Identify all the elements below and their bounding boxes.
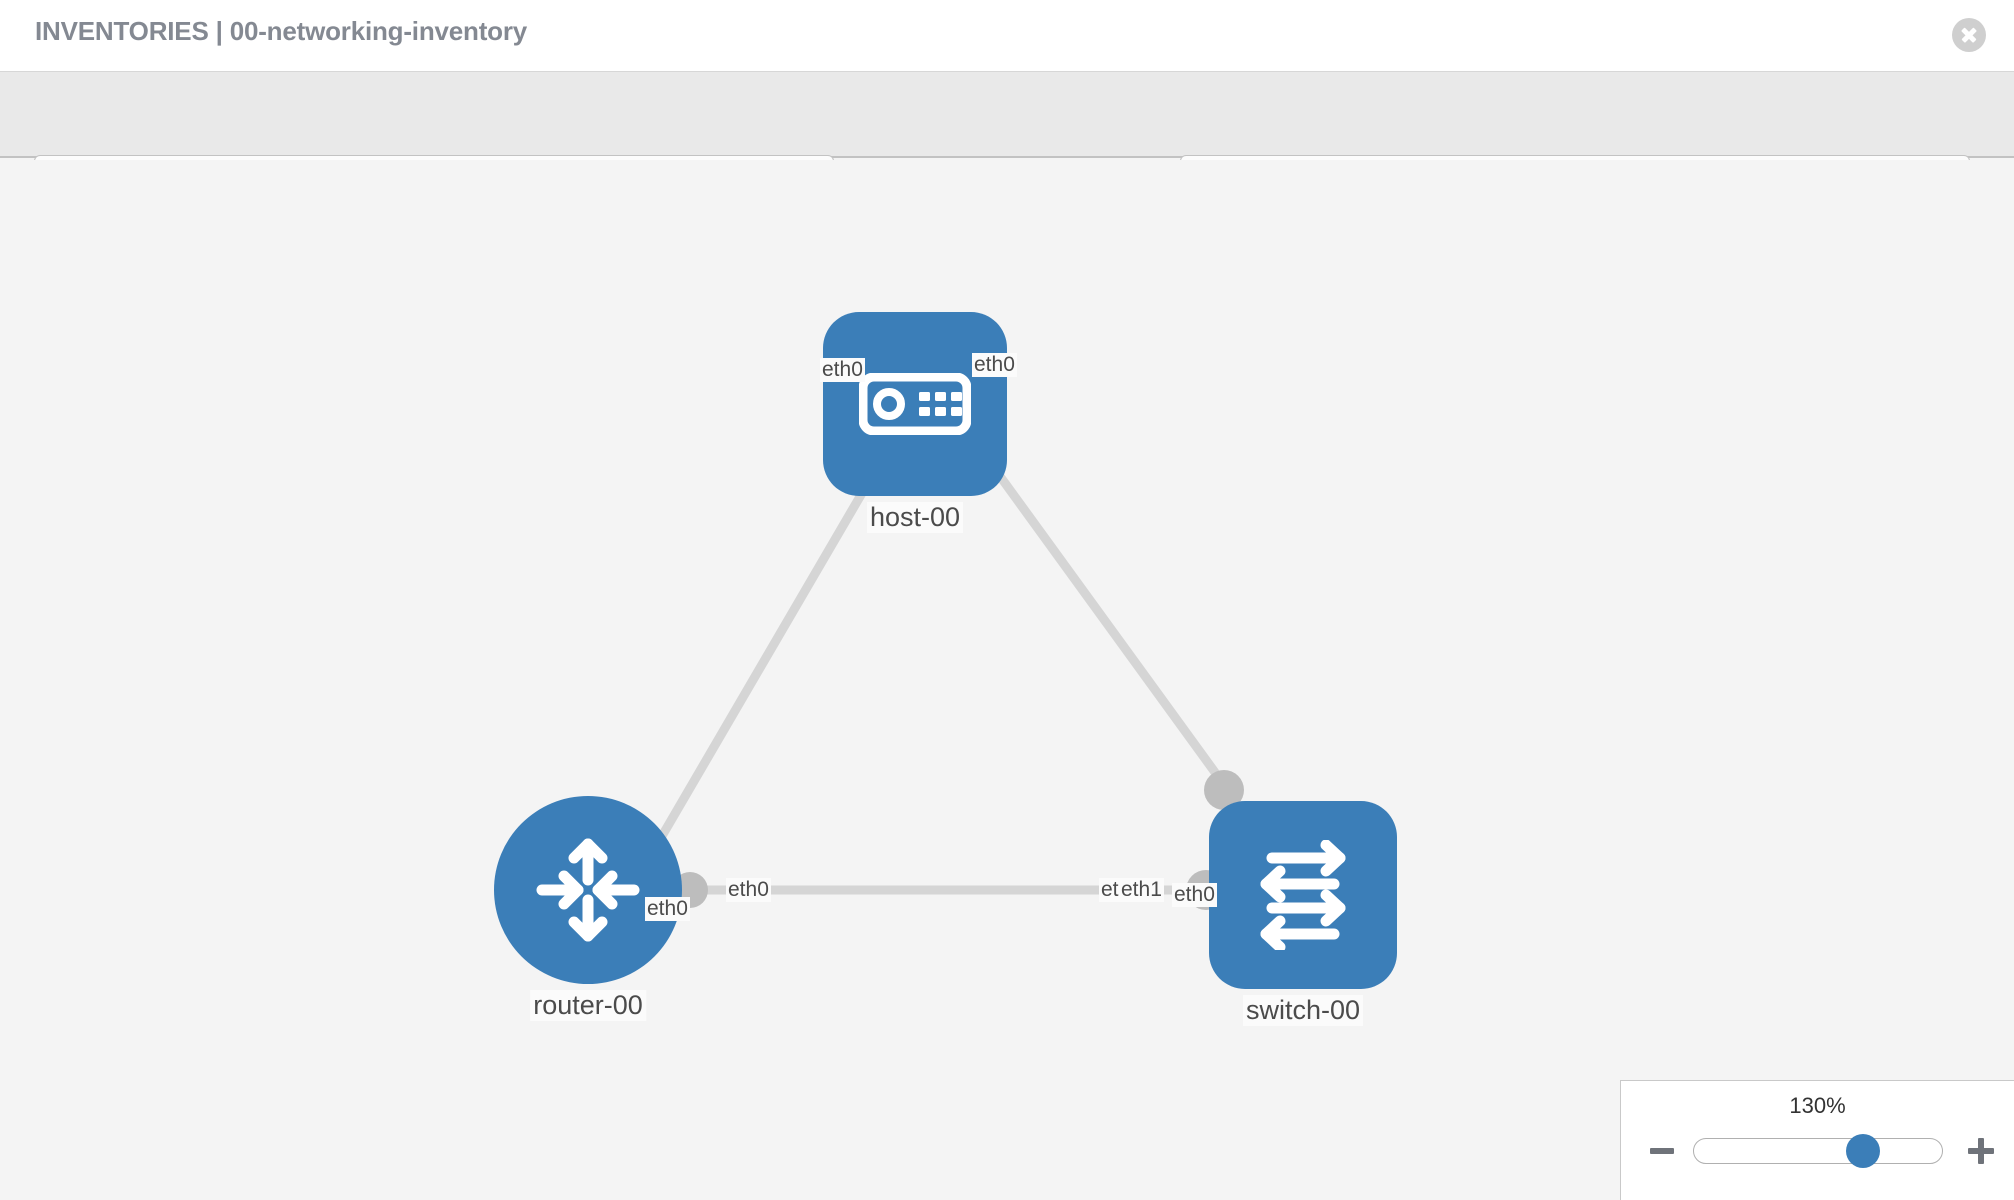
zoom-in-button[interactable] <box>1966 1136 1996 1166</box>
iface-label-host-right: eth0 <box>972 353 1017 377</box>
topology-edges <box>643 423 1227 895</box>
node-router-00-label: router-00 <box>530 990 646 1021</box>
node-host-00[interactable]: host-00 <box>823 312 1007 533</box>
node-host-00-shape[interactable] <box>823 312 1007 496</box>
page-title: INVENTORIES | 00-networking-inventory <box>35 16 528 46</box>
iface-label-router-up: eth0 <box>645 897 690 921</box>
node-switch-00-shape[interactable] <box>1209 801 1397 989</box>
topology-canvas[interactable]: host-00 eth0 eth0 <box>0 160 2014 1200</box>
iface-label-switch-left-front: eth1 <box>1119 878 1164 902</box>
iface-label-router-right: eth0 <box>726 878 771 902</box>
node-router-00-shape[interactable] <box>494 796 682 984</box>
close-icon[interactable] <box>1952 18 1986 52</box>
zoom-out-button[interactable] <box>1647 1136 1677 1166</box>
zoom-slider-thumb[interactable] <box>1845 1134 1880 1168</box>
switch-arrows-icon <box>1260 840 1346 950</box>
toolbar: ACTIONS SEARCH <box>0 71 2014 207</box>
zoom-slider-row <box>1621 1129 2014 1173</box>
node-router-00[interactable]: router-00 <box>494 796 682 1021</box>
zoom-level-value: 130% <box>1789 1093 1846 1118</box>
iface-label-switch-up: eth0 <box>1172 883 1217 907</box>
router-arrows-icon <box>536 838 640 942</box>
edge-host-switch <box>960 423 1227 787</box>
server-icon <box>859 373 971 435</box>
edge-host-router <box>643 423 905 865</box>
node-host-00-label: host-00 <box>866 502 964 533</box>
node-switch-00-label: switch-00 <box>1242 995 1364 1026</box>
zoom-slider-track[interactable] <box>1693 1134 1943 1168</box>
node-switch-00[interactable]: switch-00 <box>1209 801 1397 1026</box>
zoom-control-panel: 130% <box>1620 1080 2014 1200</box>
iface-label-host-left: eth0 <box>820 358 865 382</box>
page-header: INVENTORIES | 00-networking-inventory <box>0 0 2014 71</box>
